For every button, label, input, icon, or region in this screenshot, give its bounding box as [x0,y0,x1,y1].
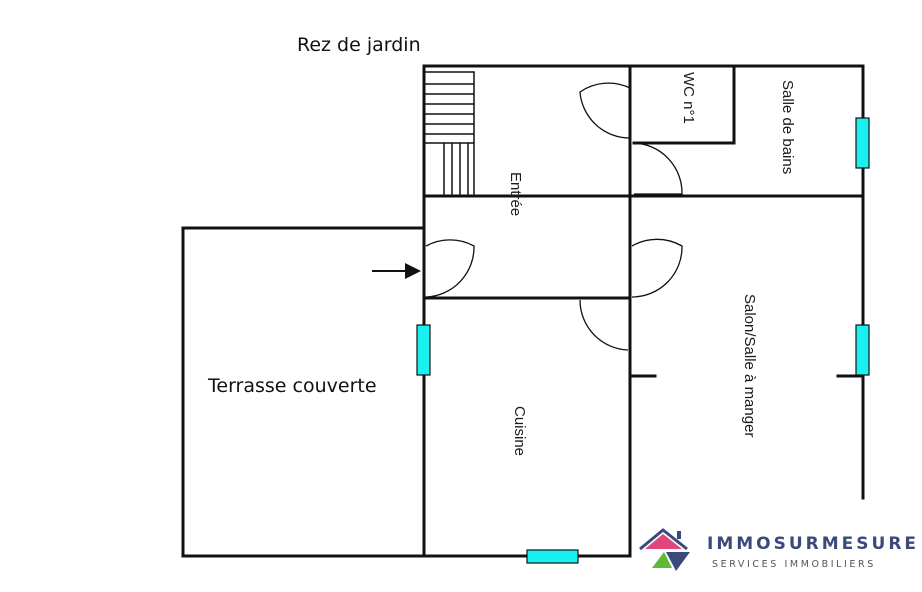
window-bathroom [855,117,870,169]
house-logo-icon [639,528,690,571]
windows [416,117,870,564]
terrace-outline [181,226,426,558]
terrace-label: Terrasse couverte [207,375,377,397]
window-cuisine-bottom [526,549,579,564]
entrance-arrow-icon [372,263,421,279]
staircase [423,71,475,197]
room-label-entree: Entrée [507,172,524,216]
plan-title: Rez de jardin [297,34,421,56]
room-label-salle-de-bains: Salle de bains [779,80,796,174]
logo-name: IMMOSURMESURE [707,534,919,554]
house-walls [422,64,865,558]
company-logo: IMMOSURMESURE SERVICES IMMOBILIERS [639,528,919,571]
logo-tagline: SERVICES IMMOBILIERS [712,559,876,570]
window-salon [855,324,870,376]
room-label-salon: Salon/Salle à manger [741,294,758,437]
room-label-cuisine: Cuisine [511,406,528,456]
room-label-wc: WC n°1 [680,72,697,124]
window-cuisine-side [416,324,431,376]
doors [425,82,683,351]
